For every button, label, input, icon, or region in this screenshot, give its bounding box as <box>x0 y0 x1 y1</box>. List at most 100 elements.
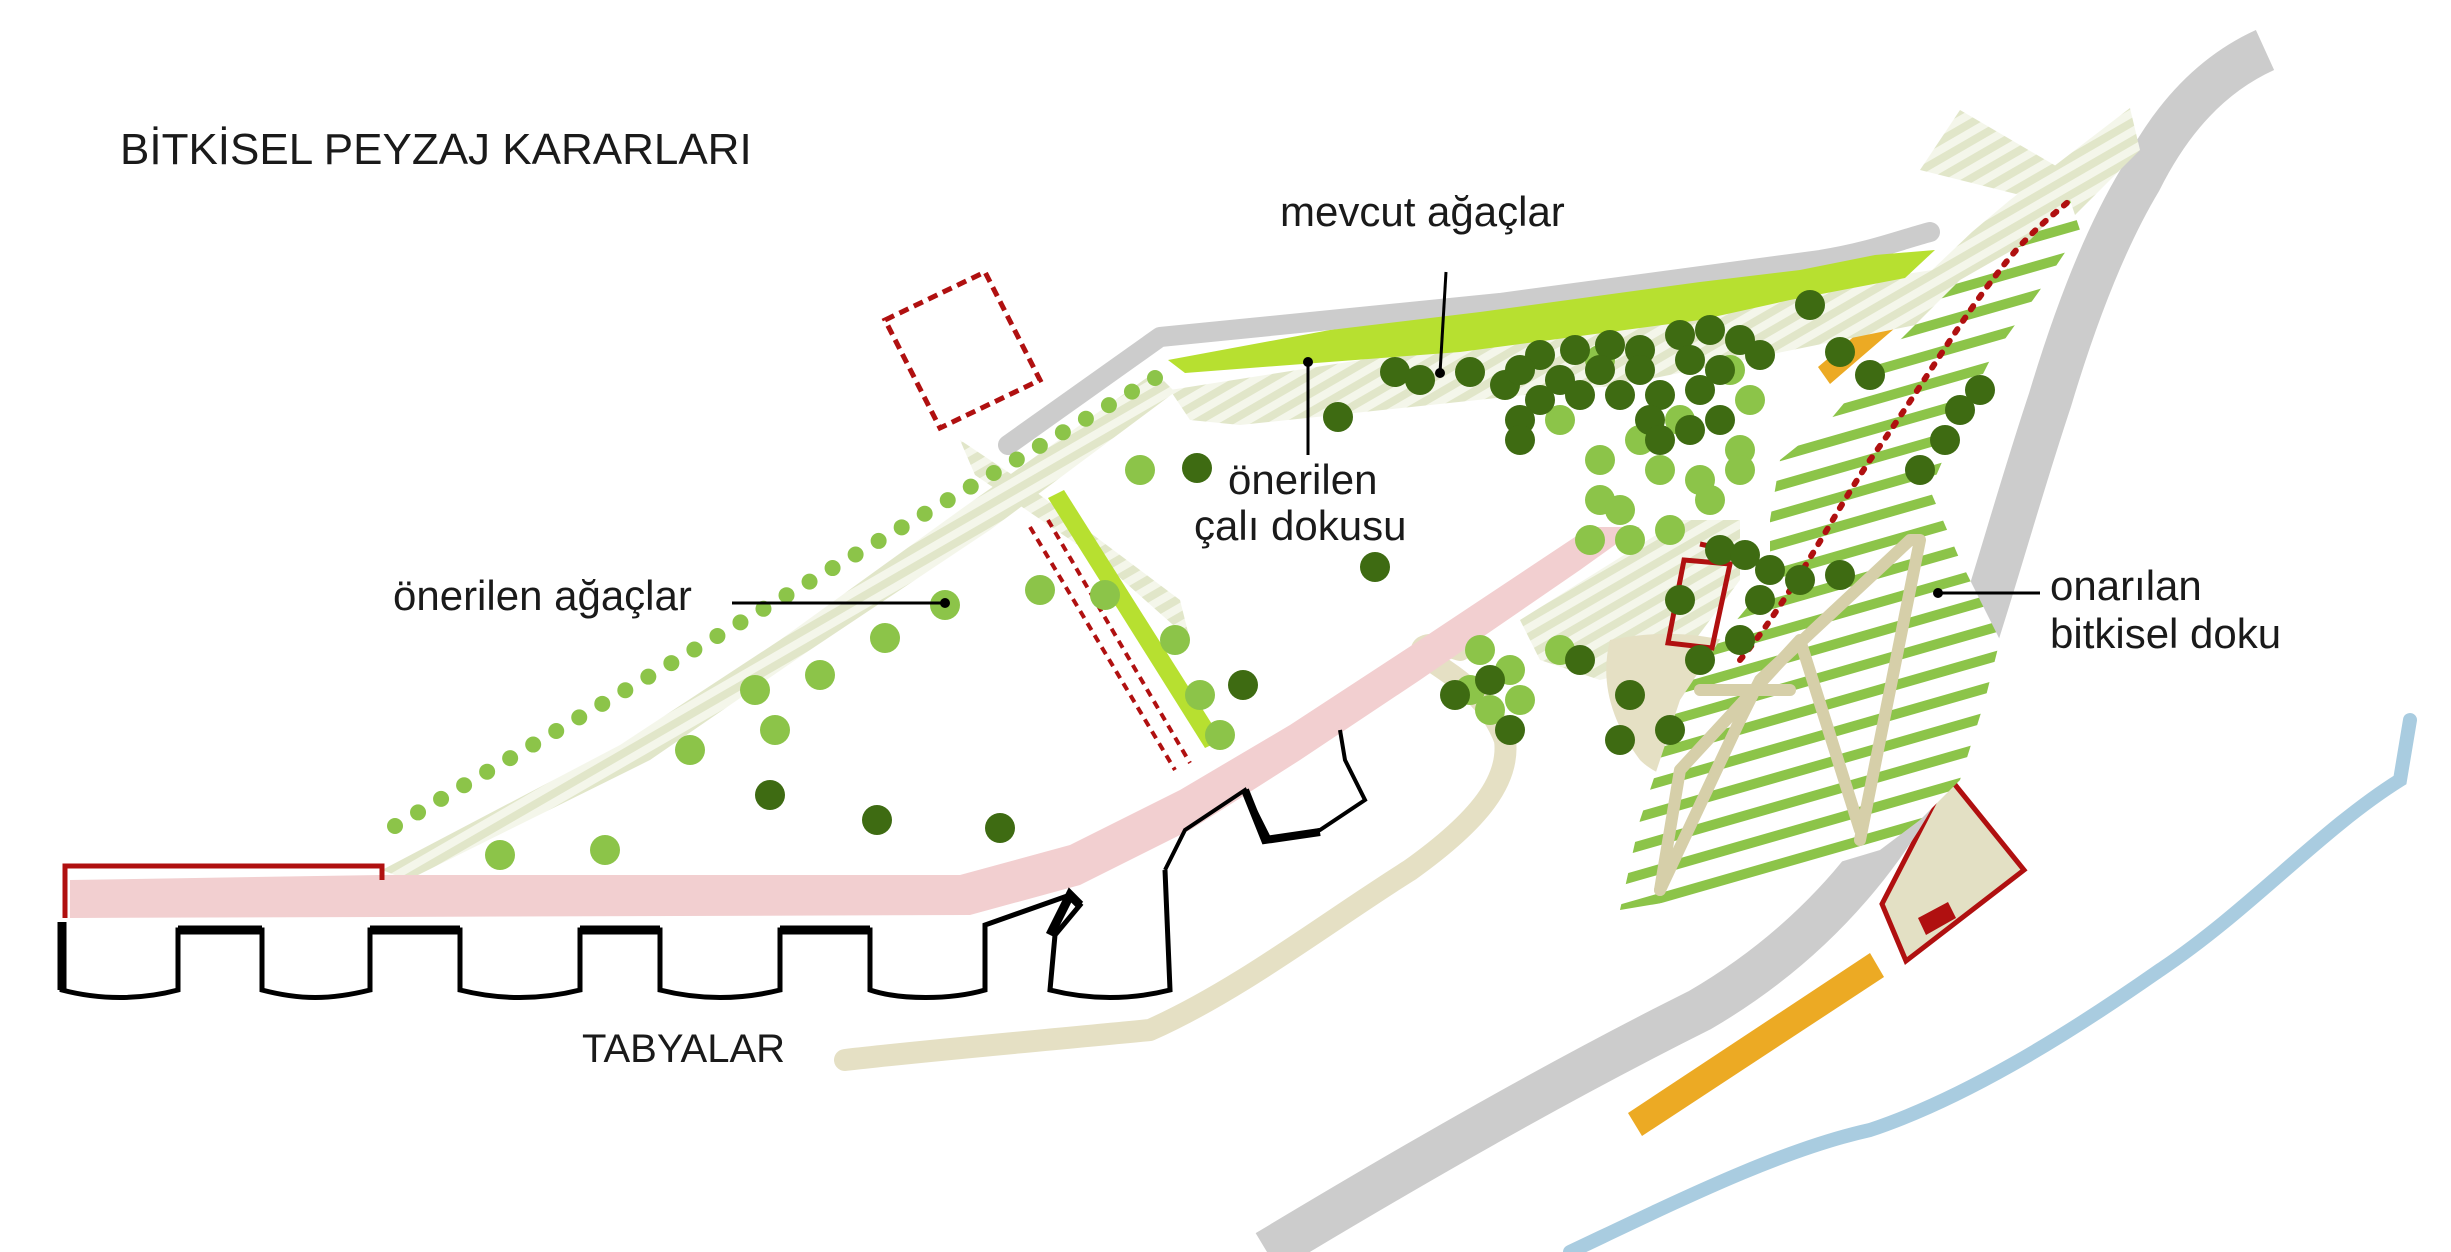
proposed-tree <box>1160 625 1190 655</box>
existing-tree <box>1855 360 1885 390</box>
proposed-tree-small <box>939 492 956 509</box>
proposed-tree <box>1615 525 1645 555</box>
existing-tree <box>1455 357 1485 387</box>
existing-tree <box>1695 315 1725 345</box>
proposed-tree <box>1025 575 1055 605</box>
red-dotted-line <box>1737 197 2073 663</box>
proposed-tree-small <box>1008 451 1025 468</box>
proposed-tree-small <box>456 777 473 794</box>
existing-tree <box>862 805 892 835</box>
existing-tree <box>1965 375 1995 405</box>
proposed-tree-small <box>916 505 933 522</box>
existing-tree <box>1825 560 1855 590</box>
proposed-tree-small <box>1123 383 1140 400</box>
existing-tree <box>1505 425 1535 455</box>
proposed-tree <box>870 623 900 653</box>
proposed-tree-small <box>571 709 588 726</box>
proposed-tree <box>1545 405 1575 435</box>
proposed-tree <box>1205 720 1235 750</box>
proposed-tree-small <box>410 804 427 821</box>
proposed-tree <box>675 735 705 765</box>
existing-tree <box>1405 365 1435 395</box>
existing-tree <box>1585 355 1615 385</box>
existing-tree <box>1595 330 1625 360</box>
existing-tree <box>755 780 785 810</box>
existing-tree <box>1745 585 1775 615</box>
proposed-tree <box>1645 455 1675 485</box>
existing-tree <box>1440 680 1470 710</box>
existing-tree <box>1930 425 1960 455</box>
existing-tree <box>1685 645 1715 675</box>
existing-tree <box>1725 625 1755 655</box>
existing-tree <box>1945 395 1975 425</box>
proposed-tree-small <box>1147 370 1163 386</box>
proposed-tree-small <box>548 722 565 739</box>
proposed-tree-small <box>755 600 772 617</box>
dashed-line-2 <box>1046 518 1192 765</box>
existing-tree <box>1705 405 1735 435</box>
upper-road <box>998 222 1940 455</box>
proposed-tree-small <box>387 818 403 834</box>
existing-tree <box>1730 540 1760 570</box>
dashed-line-1 <box>1028 525 1177 772</box>
existing-tree <box>1665 320 1695 350</box>
existing-tree <box>1675 345 1705 375</box>
existing-tree <box>1655 715 1685 745</box>
existing-tree <box>1645 425 1675 455</box>
orange-strip-bottom <box>1628 953 1884 1136</box>
existing-tree <box>1505 355 1535 385</box>
pale-strip-right <box>1920 110 2080 200</box>
label-proposed-trees: önerilen ağaçlar <box>393 572 692 619</box>
proposed-tree <box>1575 525 1605 555</box>
existing-tree <box>1565 380 1595 410</box>
shrub-band-diagonal <box>1048 490 1222 748</box>
proposed-tree <box>1735 385 1765 415</box>
pale-strip-upper <box>1170 108 2140 425</box>
existing-tree <box>1525 385 1555 415</box>
label-bastions: TABYALAR <box>582 1027 785 1071</box>
proposed-tree <box>1695 485 1725 515</box>
existing-tree <box>1745 340 1775 370</box>
leader-lines <box>732 271 2040 605</box>
existing-tree <box>1825 337 1855 367</box>
proposed-tree <box>485 840 515 870</box>
proposed-tree-small <box>479 763 496 780</box>
pale-strip-left <box>382 372 1175 880</box>
proposed-tree-small <box>778 587 795 604</box>
river <box>1563 713 2417 1252</box>
existing-tree <box>1228 670 1258 700</box>
proposed-tree <box>740 675 770 705</box>
label-existing-trees: mevcut ağaçlar <box>1280 188 1565 235</box>
walking-paths <box>1654 534 1926 896</box>
proposed-tree <box>1475 695 1505 725</box>
existing-tree <box>1625 355 1655 385</box>
label-restored-1: onarılan <box>2050 562 2202 609</box>
proposed-tree <box>1125 455 1155 485</box>
proposed-tree <box>1090 580 1120 610</box>
proposed-tree-small <box>525 736 542 753</box>
proposed-tree <box>590 835 620 865</box>
proposed-tree <box>760 715 790 745</box>
red-edge-line <box>62 863 385 918</box>
bastion-wall-thick <box>57 887 1084 990</box>
existing-tree <box>1605 725 1635 755</box>
building-lot <box>1879 771 2028 965</box>
proposed-tree-small <box>893 519 910 536</box>
proposed-tree <box>1605 495 1635 525</box>
existing-tree <box>1795 290 1825 320</box>
existing-tree <box>1182 453 1212 483</box>
proposed-tree-small <box>732 614 749 631</box>
proposed-tree-small <box>1077 410 1094 427</box>
bastion-wall <box>59 869 1173 1000</box>
existing-tree <box>1705 355 1735 385</box>
proposed-tree-small <box>847 546 864 563</box>
building <box>1918 902 1956 935</box>
proposed-tree-small <box>1054 424 1071 441</box>
existing-tree <box>1645 380 1675 410</box>
existing-tree <box>1905 455 1935 485</box>
sand-path-lower <box>834 633 1517 1071</box>
existing-tree <box>1675 415 1705 445</box>
existing-tree <box>1360 552 1390 582</box>
existing-tree <box>985 813 1015 843</box>
